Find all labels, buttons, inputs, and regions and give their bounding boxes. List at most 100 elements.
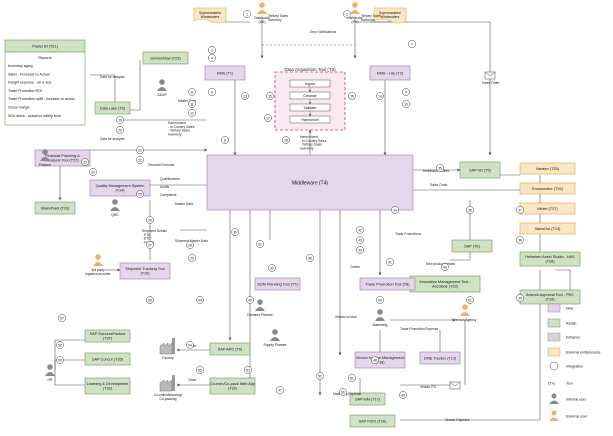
flow-label: Trade Promotion Expense — [400, 327, 438, 331]
flow-label: Master Data — [175, 202, 193, 206]
integration-number-circle — [516, 294, 524, 302]
integration-number-circle — [186, 241, 194, 249]
powerbi-report-item: Gross margin — [8, 106, 30, 110]
box-label-sap_fico: SAP FICO (T16) — [359, 419, 388, 423]
box-label-sap_apo: SAP APO (T9) — [218, 347, 243, 351]
box-label-dmetracker: DME Tracker (T13) — [424, 356, 457, 360]
integration-number-circle — [208, 54, 216, 62]
legend-tool-symbol: (Tx) — [548, 382, 555, 386]
document-icon — [193, 7, 227, 24]
actor-label: HR — [48, 378, 53, 382]
integration-number: 20 — [118, 128, 122, 132]
flow-label: Qualifications — [160, 177, 180, 181]
acq-step-label: Cleanse — [303, 94, 316, 98]
box-label-dms_uk: DMS (T1) — [217, 71, 234, 75]
powerbi-report-item: Trade Promotion ROI — [8, 89, 42, 93]
integration-number: 30 — [233, 230, 237, 234]
actor-label: Finance — [39, 163, 51, 167]
integration-number: 17 — [266, 116, 270, 120]
integration-number: 28 — [188, 243, 192, 247]
flow-label: Demand Forecast — [148, 163, 174, 167]
legend-swatch-enhance — [547, 332, 561, 342]
box-label-datalake: Data Lake (T9) — [100, 106, 126, 110]
acq-step-label: Ingest — [305, 82, 315, 86]
box-sap_t6 — [451, 239, 493, 253]
integration-number-circle — [246, 296, 254, 304]
integration-number: 22 — [138, 158, 142, 162]
legend-label: External user — [566, 415, 588, 419]
integration-number-circle — [116, 126, 124, 134]
flow-label: Harmonized- In Country Sales- Tertiary S… — [168, 121, 195, 136]
integration-number-circle — [282, 136, 290, 144]
integration-number-circle — [402, 88, 410, 96]
integration-number: 29 — [190, 256, 194, 260]
actors: Distributor(UK)Distributor(PH)S&OPFinanc… — [39, 2, 477, 401]
box-middleware — [206, 154, 414, 211]
flow-label: Vendor PO — [420, 385, 437, 389]
box-label-qms: Quality Management System(T14) — [96, 184, 145, 192]
integration-number: 61 — [468, 298, 472, 302]
integration-number-circle — [136, 146, 144, 154]
box-sop — [254, 277, 301, 291]
box-label-fpa: Financial Planning &Analysis Tool (T22) — [45, 154, 80, 162]
actor-label: Co-manufacturing/Co-packing — [154, 393, 182, 401]
integration-number: 14 — [378, 94, 382, 98]
flow-label: Audits — [160, 185, 170, 189]
integration-number-circle — [231, 228, 239, 236]
integration-number-circle — [348, 374, 356, 382]
box-label-vms: Vendor Invoice Management(T18) — [356, 356, 405, 364]
integration-number: 24 — [91, 170, 95, 174]
factory-icon — [159, 375, 175, 392]
integration-number-circle — [376, 92, 384, 100]
box-sap_fico — [349, 414, 396, 428]
box-copack — [209, 377, 256, 395]
integration-number: 8 — [191, 90, 193, 94]
integration-number: 46 — [308, 256, 312, 260]
box-label-tpt: Trade Promotion Tool (T8) — [365, 282, 410, 286]
box-fpa — [34, 149, 91, 167]
integration-number-circle — [208, 46, 216, 54]
flow-label: Trade Promotions — [395, 232, 421, 236]
flow-label: Orders — [350, 265, 360, 269]
user-icon — [375, 309, 385, 321]
integration-number: 7 — [411, 42, 413, 46]
email-icon — [484, 71, 496, 80]
box-label-sharepoint: SharePoint (T20) — [41, 206, 71, 210]
integration-number-circle — [402, 100, 410, 108]
flow-label: Master Data — [178, 99, 196, 103]
integration-number-circle — [188, 109, 196, 117]
integration-number-circle — [441, 263, 449, 271]
user-icon — [110, 199, 120, 211]
legend-swatch-retain — [547, 318, 561, 328]
legend-label: New — [566, 307, 574, 311]
integration-number: 53 — [246, 368, 250, 372]
powerbi-report-item: Trade Promotion uplift - forecast vs act… — [8, 97, 75, 101]
integration-number-circle — [81, 158, 89, 166]
integration-number-circle — [516, 206, 524, 214]
integration-number-circle — [339, 388, 347, 396]
integration-number-circle — [306, 254, 314, 262]
box-euromonitor — [519, 182, 576, 195]
integration-number-circle — [136, 190, 144, 198]
box-dmetracker — [419, 351, 461, 365]
box-concur — [84, 352, 131, 366]
integration-number-circle — [186, 341, 194, 349]
flow-label: Sales Order — [430, 183, 448, 187]
actor-label: Distributor(UK) — [254, 16, 270, 24]
box-label-successfactors: SAP SuccessFactors(T37) — [90, 332, 126, 340]
integration-number: 27 — [148, 243, 152, 247]
integration-number: 49 — [401, 393, 405, 397]
documents: Supermarkets/WholesalersSupermarkets/Who… — [193, 7, 407, 24]
integration-number: 35 — [438, 166, 442, 170]
integration-number: 32 — [270, 266, 274, 270]
integration-number-circle — [56, 356, 64, 364]
integration-number-circle — [466, 206, 474, 214]
legend-label: Tool — [566, 382, 573, 386]
box-label-euromonitor: Euromonitor (T26) — [532, 187, 564, 191]
integration-number: 44 — [198, 298, 202, 302]
flow-label: Vendor Invoice — [335, 315, 357, 319]
